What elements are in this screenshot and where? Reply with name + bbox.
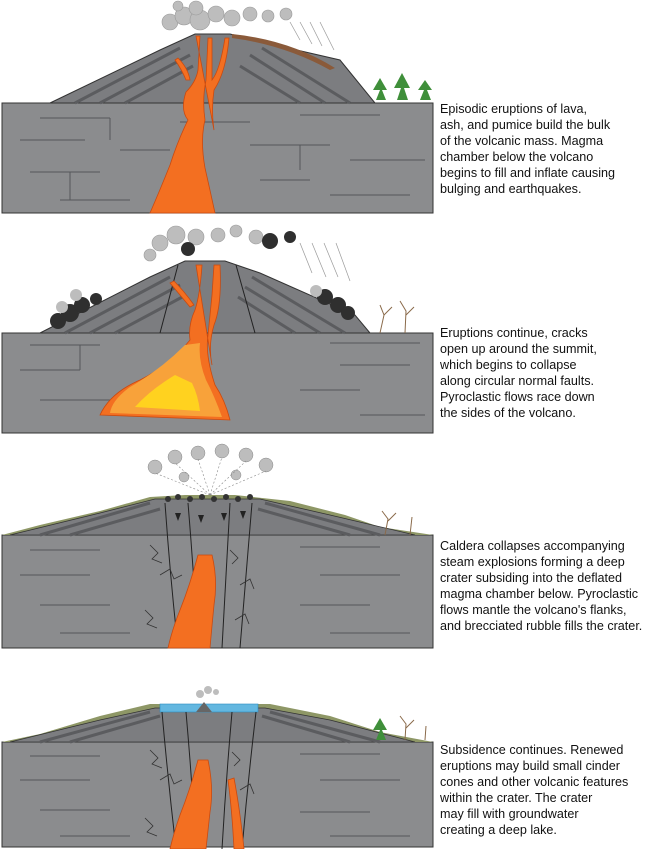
caption-line: which begins to collapse	[440, 357, 650, 373]
ash-plume	[144, 225, 263, 261]
ash-fall	[290, 22, 334, 50]
stage-4: Subsidence continues. Renewed eruptions …	[0, 650, 650, 849]
stage-1: Episodic eruptions of lava, ash, and pum…	[0, 0, 650, 215]
volcano-cone	[10, 499, 415, 535]
caption-line: Caldera collapses accompanying	[440, 538, 650, 554]
caption-line: of the volcanic mass. Magma	[440, 133, 650, 149]
steam-plume	[196, 686, 219, 698]
stage-1-caption: Episodic eruptions of lava, ash, and pum…	[440, 101, 650, 198]
caption-line: and brecciated rubble fills the crater.	[440, 618, 650, 634]
caption-line: creating a deep lake.	[440, 822, 650, 838]
caption-line: ash, and pumice build the bulk	[440, 117, 650, 133]
caption-line: may fill with groundwater	[440, 806, 650, 822]
caption-line: Eruptions continue, cracks	[440, 325, 650, 341]
crust-block	[2, 103, 433, 213]
caption-line: within the crater. The crater	[440, 790, 650, 806]
trees	[373, 73, 432, 100]
stage-3: Caldera collapses accompanying steam exp…	[0, 435, 650, 650]
caption-line: Episodic eruptions of lava,	[440, 101, 650, 117]
caption-line: along circular normal faults.	[440, 373, 650, 389]
caption-line: eruptions may build small cinder	[440, 758, 650, 774]
crust-block	[2, 742, 433, 847]
stage-2: Eruptions continue, cracks open up aroun…	[0, 215, 650, 435]
caption-line: chamber below the volcano	[440, 149, 650, 165]
caption-line: cones and other volcanic features	[440, 774, 650, 790]
caption-line: Pyroclastic flows race down	[440, 389, 650, 405]
caption-line: begins to fill and inflate causing	[440, 165, 650, 181]
caption-line: the sides of the volcano.	[440, 405, 650, 421]
crust-block	[2, 535, 433, 648]
stage-3-caption: Caldera collapses accompanying steam exp…	[440, 538, 650, 635]
dead-trees	[380, 301, 414, 333]
caption-line: flows mantle the volcano's flanks,	[440, 602, 650, 618]
stage-2-caption: Eruptions continue, cracks open up aroun…	[440, 325, 650, 422]
caption-line: magma chamber below. Pyroclastic	[440, 586, 650, 602]
caption-line: crater subsiding into the deflated	[440, 570, 650, 586]
ash-fall	[300, 243, 350, 281]
ash-plume	[162, 1, 292, 30]
caption-line: Subsidence continues. Renewed	[440, 742, 650, 758]
caption-line: steam explosions forming a deep	[440, 554, 650, 570]
caption-line: open up around the summit,	[440, 341, 650, 357]
stage-4-caption: Subsidence continues. Renewed eruptions …	[440, 742, 650, 839]
caption-line: bulging and earthquakes.	[440, 181, 650, 197]
dead-trees	[400, 716, 426, 740]
